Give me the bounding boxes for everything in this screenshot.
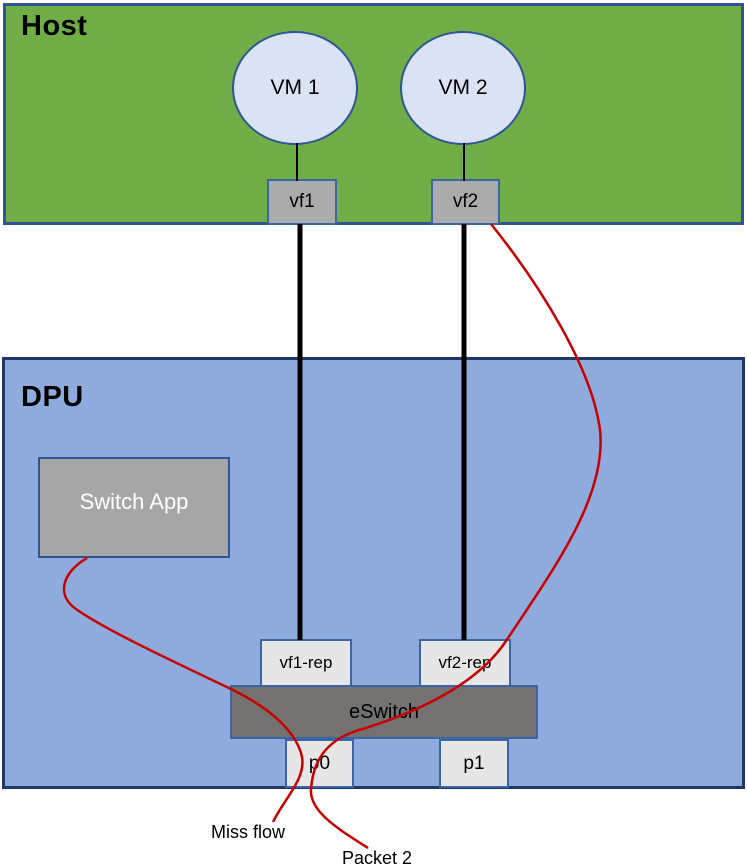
vm2-label: VM 2 — [438, 76, 488, 99]
host-zone — [3, 3, 744, 225]
vf1-rep-node: vf1-rep — [260, 639, 352, 687]
vm2-node: VM 2 — [400, 31, 526, 145]
vf1-node: vf1 — [267, 179, 337, 225]
miss-flow-label: Miss flow — [211, 822, 286, 842]
port-p1-node: p1 — [439, 739, 509, 788]
eswitch-label: eSwitch — [348, 700, 420, 723]
vf1-label: vf1 — [289, 191, 315, 212]
vf1-rep-label: vf1-rep — [279, 653, 333, 672]
vm1-node: VM 1 — [232, 31, 358, 145]
vm1-label: VM 1 — [270, 76, 320, 99]
port-p0-node: p0 — [285, 739, 354, 788]
switch-app-label: Switch App — [79, 488, 189, 514]
p0-label: p0 — [308, 752, 331, 774]
vf2-label: vf2 — [452, 191, 479, 212]
vf2-rep-label: vf2-rep — [438, 653, 492, 672]
vf2-rep-node: vf2-rep — [419, 639, 511, 687]
host-zone-label: Host — [21, 10, 88, 42]
vf2-node: vf2 — [431, 179, 500, 225]
switch-app-node: Switch App — [38, 457, 230, 558]
dpu-zone-label: DPU — [21, 381, 84, 413]
eswitch-node: eSwitch — [230, 685, 538, 739]
p1-label: p1 — [463, 752, 485, 774]
packet-2-label: Packet 2 — [342, 848, 413, 867]
